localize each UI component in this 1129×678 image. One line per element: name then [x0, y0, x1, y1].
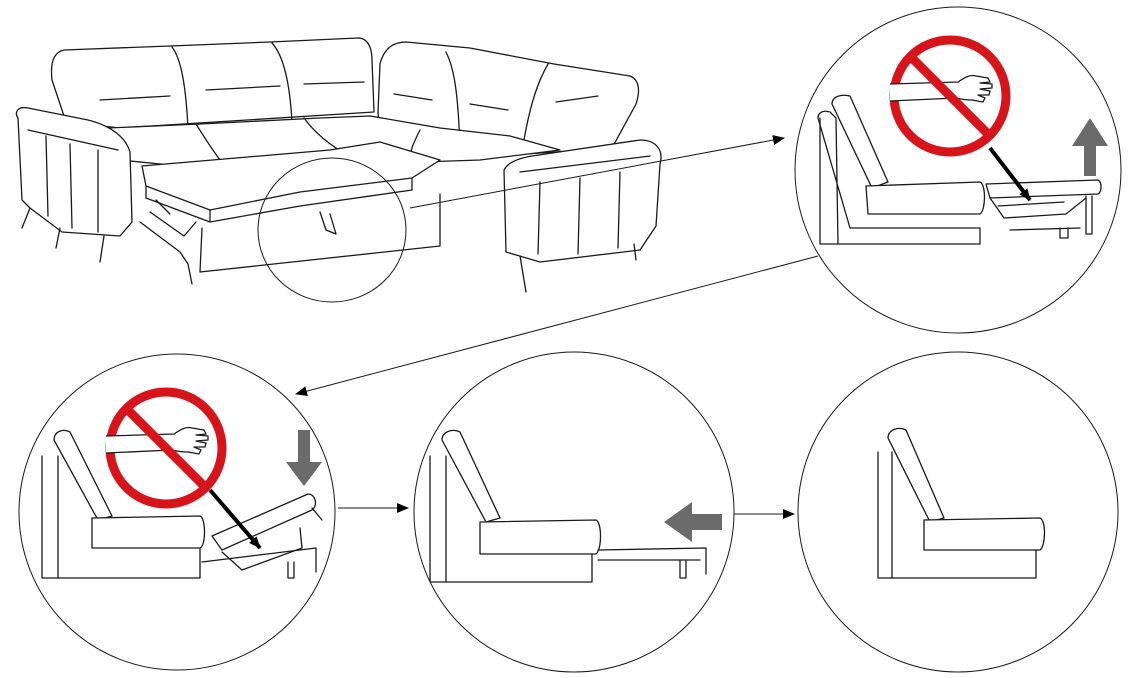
push-arrow-down-icon: [286, 430, 322, 486]
no-hand-icon: [890, 40, 1006, 152]
step-2-lower-bed: [18, 353, 409, 671]
step-1-lift-bed: [295, 6, 1122, 397]
slide-arrow-left-icon: [664, 502, 722, 542]
no-hand-icon: [106, 392, 222, 504]
step-4-closed: [797, 351, 1119, 673]
lift-arrow-up-icon: [1072, 118, 1108, 176]
corner-sofa-illustration: [15, 37, 785, 303]
step-3-slide-in: [413, 351, 795, 673]
